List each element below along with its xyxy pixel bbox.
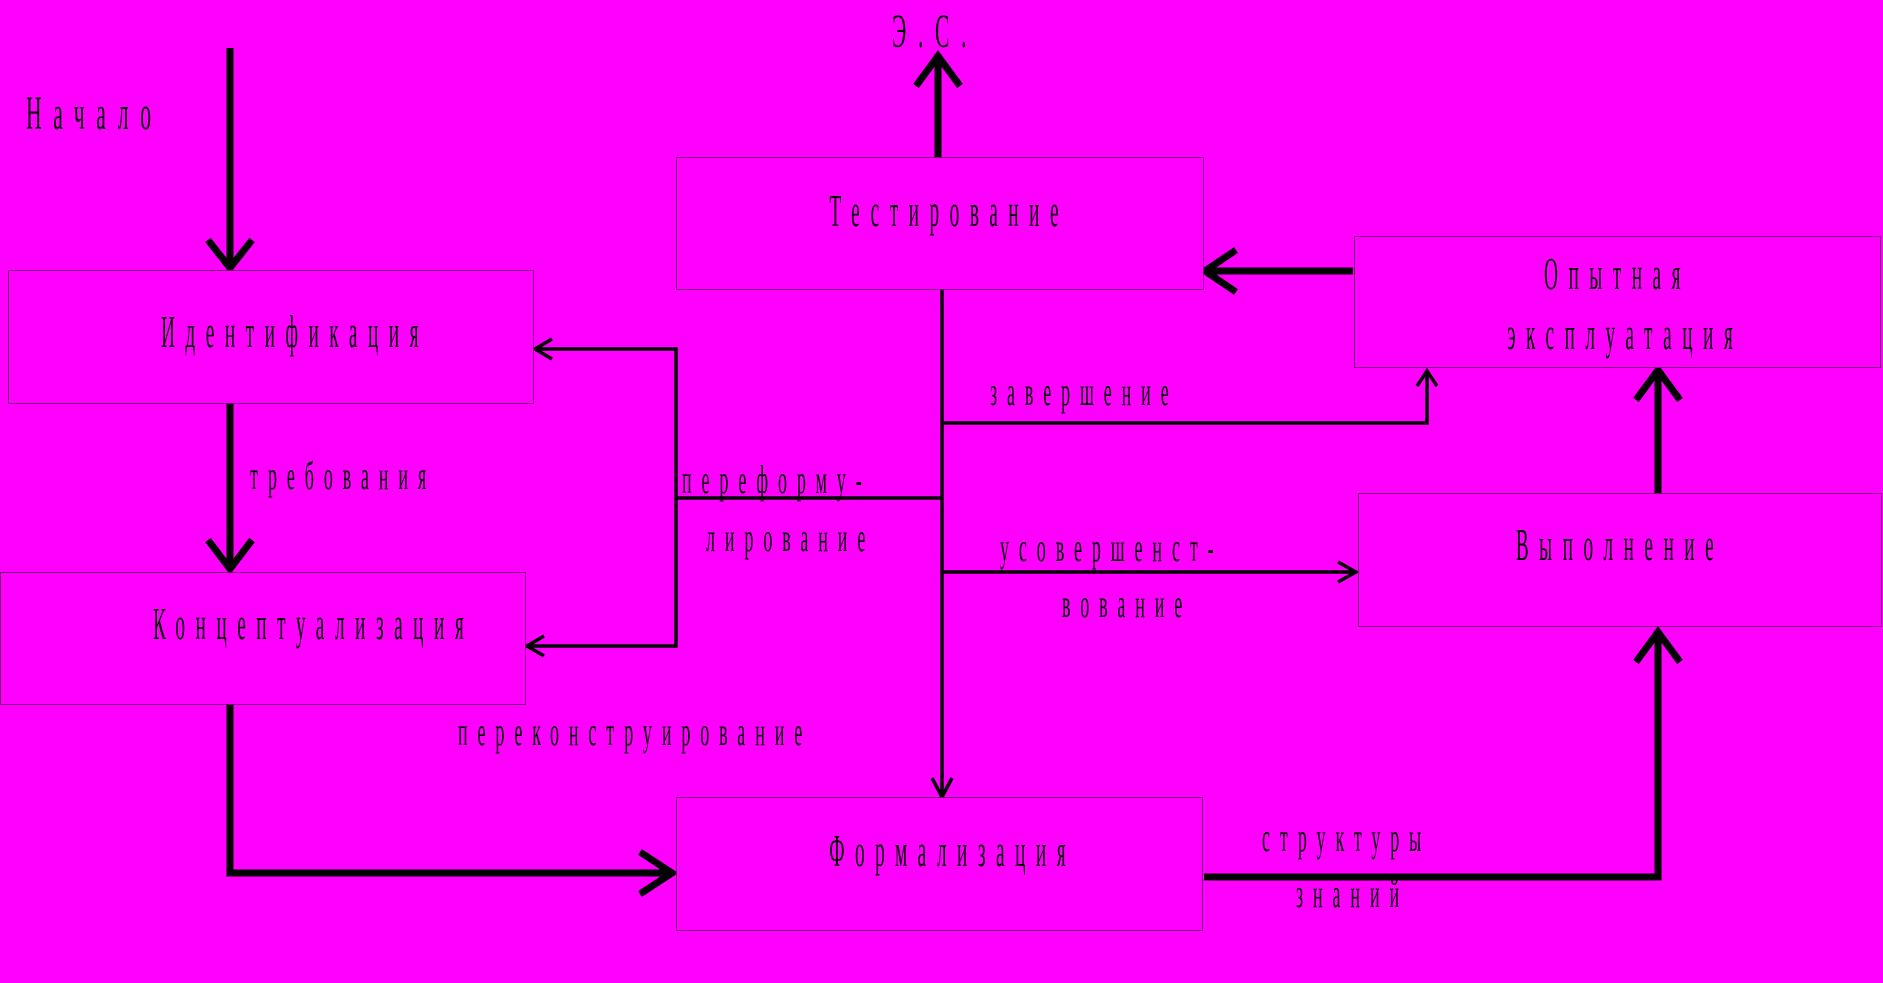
start-label: Начало [26, 87, 163, 140]
formalization-box: Формализация [676, 797, 1203, 931]
arrowhead-testing [1198, 247, 1238, 295]
reconstruction-label: переконструирование [458, 709, 813, 754]
arrow-formalization-to-execution [1204, 632, 1662, 881]
arrow-reconstruction-to-conceptualization [529, 498, 678, 648]
arrowhead-es [913, 50, 963, 89]
arrowhead-identification-feedback [531, 337, 553, 361]
improvement-label-line2: вование [1062, 581, 1193, 626]
arrowhead-improvement [1337, 560, 1360, 584]
identification-label: Идентификация [160, 306, 430, 357]
pilot-operation-box: Опытная эксплуатация [1354, 236, 1881, 368]
end-label: Э.С. [892, 5, 979, 58]
arrowhead-pilot [1633, 364, 1683, 403]
testing-label: Тестирование [829, 185, 1070, 236]
reformulation-label-line2: лирование [706, 515, 876, 560]
arrowhead-conceptualization-feedback [523, 634, 545, 658]
completion-label: завершение [990, 369, 1179, 414]
knowledge-structures-label-line1: структуры [1262, 815, 1432, 860]
execution-box: Выполнение [1358, 493, 1882, 627]
reformulation-label-line1: переформу- [682, 457, 872, 502]
pilot-operation-label-line2: эксплуатация [1507, 308, 1744, 359]
execution-label: Выполнение [1515, 519, 1725, 570]
arrow-completion-to-pilot [942, 371, 1429, 425]
arrowhead-identification [205, 237, 255, 274]
formalization-label: Формализация [829, 825, 1077, 876]
arrowhead-execution [1633, 626, 1683, 665]
arrow-conceptualization-to-formalization [226, 705, 672, 877]
testing-box: Тестирование [676, 157, 1204, 290]
requirements-label: требования [250, 453, 437, 498]
arrowhead-completion [1415, 367, 1439, 387]
arrowhead-formalization [638, 849, 679, 897]
conceptualization-label: Концептуализация [152, 598, 475, 649]
improvement-label-line1: усовершенст- [1000, 525, 1224, 570]
conceptualization-box: Концептуализация [0, 572, 526, 705]
knowledge-structures-label-line2: знаний [1296, 871, 1410, 916]
arrow-reformulation-to-identification [537, 347, 678, 498]
arrowhead-conceptualization [205, 537, 255, 575]
identification-box: Идентификация [8, 270, 534, 404]
pilot-operation-label-line1: Опытная [1543, 248, 1692, 299]
